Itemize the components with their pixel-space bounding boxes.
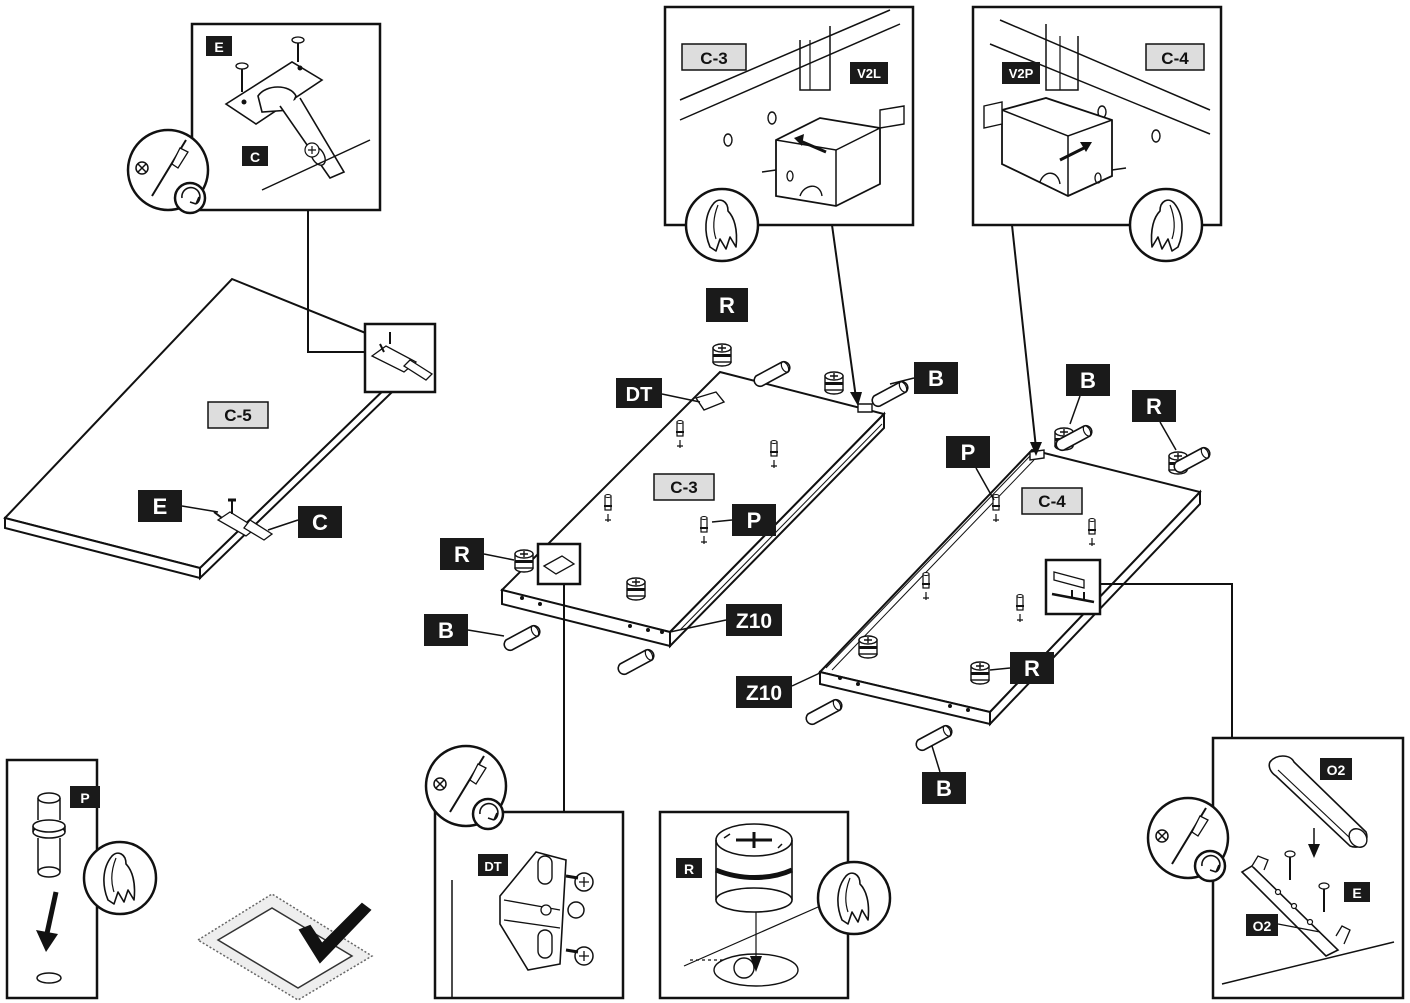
label-box-e-o2: [1344, 882, 1370, 902]
checkmark-icon: [196, 893, 374, 1001]
camlock-c3-top: [712, 343, 732, 367]
screwdriver-icon-o2: [1146, 796, 1230, 883]
label-b-c3-left: B: [438, 618, 454, 643]
label-box-p-detail: [70, 786, 100, 808]
panel-c3-label: C-3: [670, 478, 697, 497]
panel-tag-c4-zoom: [1145, 43, 1205, 71]
label-box-dt-c3: [616, 378, 662, 408]
label-o2-bottom: O2: [1253, 918, 1272, 934]
label-dt-detail: DT: [484, 859, 501, 874]
label-v2p: V2P: [1009, 66, 1034, 81]
panel-c3-zoom-label: C-3: [700, 49, 727, 68]
label-r-c4-right: R: [1146, 394, 1162, 419]
label-box-r-detail: [676, 858, 702, 878]
label-b-c4-top: B: [1080, 368, 1096, 393]
panel-tag-c4: [1021, 487, 1083, 515]
label-box-r-c4-bottom: [1010, 652, 1054, 684]
label-box-e-c5: [138, 490, 182, 522]
label-e-o2: E: [1352, 885, 1361, 901]
label-c-c5: C: [312, 510, 328, 535]
dowel-c4-left: [805, 697, 844, 726]
panel-c5-label: C-5: [224, 406, 251, 425]
label-box-r-c3-left: [440, 538, 484, 570]
dowel-c4-bottom: [915, 723, 954, 752]
camlock-c3-bottom: [626, 577, 646, 601]
screwdriver-icon: [126, 128, 210, 215]
label-e-detail: E: [214, 39, 223, 55]
dowel-c3-left: [503, 623, 542, 652]
panel-c4-label: C-4: [1038, 492, 1066, 511]
hand-push-icon: [684, 187, 760, 263]
label-p-c3: P: [747, 508, 762, 533]
camlock-c3-left: [514, 549, 534, 573]
hand-push-icon-camlock: [816, 860, 892, 936]
panel-c3: [500, 370, 886, 649]
label-c-detail: C: [250, 149, 260, 165]
label-r-c3-top: R: [719, 293, 735, 318]
label-v2l: V2L: [857, 66, 881, 81]
panel-tag-c3-zoom: [681, 43, 747, 71]
camlock-c4-bottom: [970, 661, 990, 685]
label-b-c4-bottom: B: [936, 776, 952, 801]
label-box-b-c4-bottom: [922, 772, 966, 804]
label-box-b-c3-left: [424, 614, 468, 646]
label-box-o2-top: [1320, 758, 1352, 780]
hand-push-icon-pin: [82, 840, 158, 916]
label-box-v2p: [1002, 62, 1040, 84]
panel-tag-c5: [207, 401, 269, 429]
label-p-detail: P: [80, 790, 89, 806]
label-box-z10-c4: [736, 676, 792, 708]
zoom-frame-o2-small: [1044, 558, 1102, 616]
label-box-b-c4-top: [1066, 364, 1110, 396]
camlock-c4-left: [858, 635, 878, 659]
label-box-o2-bottom: [1246, 914, 1278, 936]
label-box-z10-c3: [726, 604, 782, 636]
label-box-e-detail: [206, 36, 232, 56]
label-dt-c3: DT: [626, 384, 653, 406]
label-box-r-c3-top: [706, 288, 748, 322]
label-box-dt-detail: [478, 854, 508, 876]
hand-push-icon-right: [1128, 187, 1204, 263]
label-box-r-c4-right: [1132, 390, 1176, 422]
label-r-c4-bottom: R: [1024, 656, 1040, 681]
label-box-v2l: [850, 62, 888, 84]
dowel-c3-top: [753, 359, 792, 388]
label-z10-c4: Z10: [746, 682, 782, 705]
label-r-c3-left: R: [454, 542, 470, 567]
label-o2-top: O2: [1327, 762, 1346, 778]
camlock-c3-right: [824, 371, 844, 395]
label-r-detail: R: [684, 861, 694, 877]
label-box-c-c5: [298, 506, 342, 538]
dowel-c4-right: [1173, 445, 1212, 474]
label-e-c5: E: [153, 494, 168, 519]
label-box-b-c3-right: [914, 362, 958, 394]
label-b-c3-right: B: [928, 366, 944, 391]
panel-tag-c3: [653, 473, 715, 501]
dowel-c3-bottom: [617, 647, 656, 676]
label-box-p-c3: [732, 504, 776, 536]
panel-c4-zoom-label: C-4: [1161, 49, 1189, 68]
label-p-c4: P: [961, 440, 976, 465]
arrow-down-icon: [36, 930, 58, 952]
label-box-c-detail: [242, 146, 268, 166]
label-box-p-c4: [946, 436, 990, 468]
label-z10-c3: Z10: [736, 610, 772, 633]
